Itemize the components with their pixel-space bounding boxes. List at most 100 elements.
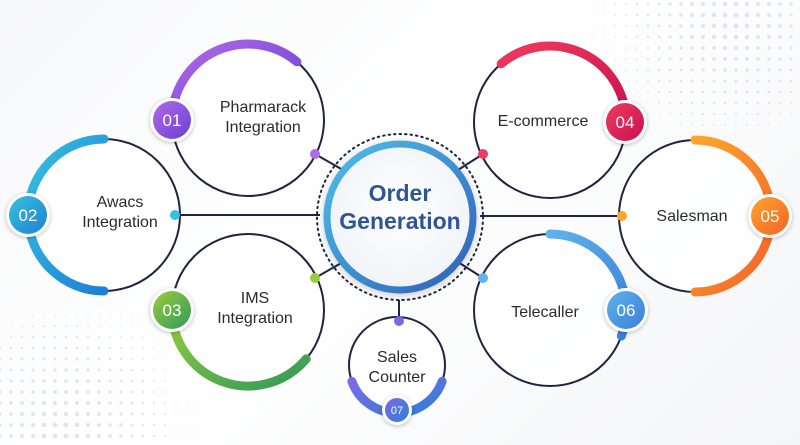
background-dot: [109, 325, 111, 327]
background-dot: [164, 380, 166, 382]
background-dot: [646, 24, 650, 28]
background-dot: [19, 433, 25, 439]
background-dot: [657, 2, 661, 6]
background-dot: [701, 79, 705, 83]
background-dot: [21, 292, 23, 294]
background-dot: [21, 303, 23, 305]
node-03-label-line-2: Integration: [217, 310, 293, 327]
background-dot: [789, 101, 793, 105]
background-dot: [734, 101, 738, 105]
background-dot: [87, 314, 89, 316]
background-dot: [98, 325, 100, 327]
background-dot: [668, 46, 672, 50]
background-dot: [10, 325, 12, 327]
node-01-label-line-1: Pharmarack: [219, 99, 307, 116]
background-dot: [65, 314, 67, 316]
background-dot: [680, 135, 682, 137]
background-dot: [75, 368, 79, 372]
background-dot: [20, 401, 24, 405]
background-dot: [9, 412, 13, 416]
background-dot: [636, 69, 638, 71]
background-dot: [636, 80, 638, 82]
background-dot: [746, 135, 748, 137]
background-dot: [108, 412, 112, 416]
background-dot: [592, 47, 594, 49]
badge-05: [751, 197, 789, 235]
background-dot: [153, 336, 155, 338]
background-dot: [680, 124, 682, 126]
background-dot: [97, 346, 101, 350]
background-dot: [767, 101, 771, 105]
badge-number-02: 02: [19, 206, 38, 225]
background-dot: [86, 379, 90, 383]
node-03: 03: [150, 233, 325, 391]
node-arc-01: [167, 39, 302, 125]
background-dot: [164, 435, 166, 437]
background-dot: [32, 325, 34, 327]
background-dot: [778, 57, 782, 61]
background-dot: [153, 347, 155, 349]
background-dot: [657, 24, 661, 28]
background-dot: [778, 68, 782, 72]
background-dot: [734, 57, 738, 61]
background-dot: [109, 336, 111, 338]
background-dot: [153, 380, 155, 382]
background-dot: [30, 422, 36, 428]
node-05: 05: [617, 135, 792, 297]
background-dot: [98, 314, 100, 316]
background-dot: [657, 13, 661, 17]
background-dot: [63, 411, 69, 417]
background-dot: [54, 303, 56, 305]
background-dot: [702, 124, 704, 126]
background-dot: [734, 79, 738, 83]
background-dot: [624, 24, 628, 28]
badge-number-07: 07: [391, 405, 403, 417]
background-dot: [20, 357, 24, 361]
background-dot: [63, 433, 69, 439]
background-dot: [745, 79, 749, 83]
background-dot: [581, 3, 583, 5]
background-dot: [52, 422, 58, 428]
background-dot: [120, 314, 122, 316]
background-dot: [668, 35, 672, 39]
background-dot: [97, 434, 101, 438]
background-dot: [175, 435, 177, 437]
background-dot: [614, 58, 616, 60]
background-dot: [679, 13, 683, 17]
background-dot: [0, 423, 2, 427]
background-dot: [723, 57, 727, 61]
background-dot: [592, 14, 594, 16]
background-dot: [680, 113, 682, 115]
background-dot: [658, 135, 660, 137]
badge-number-05: 05: [761, 207, 780, 226]
background-dot: [97, 401, 101, 405]
background-dot: [131, 303, 133, 305]
badge-04: [606, 103, 644, 141]
background-dot: [175, 391, 177, 393]
background-dot: [130, 401, 134, 405]
background-dot: [41, 433, 47, 439]
background-dot: [208, 424, 210, 426]
background-dot: [767, 24, 771, 28]
background-dot: [767, 13, 771, 17]
background-dot: [779, 157, 781, 159]
background-dot: [53, 324, 57, 328]
background-dot: [581, 36, 583, 38]
node-02-label-line-2: Integration: [82, 214, 158, 231]
background-dot: [20, 335, 24, 339]
background-dot: [790, 124, 792, 126]
background-dot: [54, 314, 56, 316]
background-dot: [130, 379, 134, 383]
background-dot: [744, 23, 750, 29]
background-dot: [723, 112, 727, 116]
background-dot: [32, 303, 34, 305]
hub-circle: [323, 140, 477, 294]
background-dot: [581, 25, 583, 27]
background-dot: [120, 292, 122, 294]
background-dot: [131, 314, 133, 316]
background-dot: [43, 292, 45, 294]
background-dot: [186, 413, 188, 415]
background-dot: [701, 101, 705, 105]
